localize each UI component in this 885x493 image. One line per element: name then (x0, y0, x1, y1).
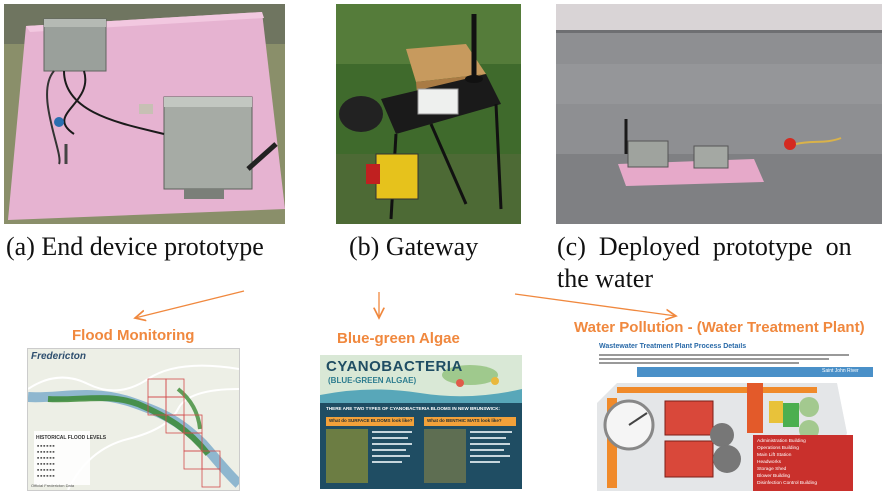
flood-map-title: Fredericton (31, 351, 87, 362)
caption-deployed-line2: the water (557, 264, 654, 293)
plant-legend: Administration Building Operations Build… (757, 438, 851, 487)
algae-poster-subtitle: (BLUE-GREEN ALGAE) (328, 376, 417, 385)
caption-end-device: (a) End device prototype (6, 232, 264, 261)
svg-text:■ ■ ■ ■ ■ ■: ■ ■ ■ ■ ■ ■ (37, 456, 55, 460)
caption-deployed-line1: (c) Deployed prototype on (557, 232, 852, 261)
algae-poster-title: CYANOBACTERIA (326, 358, 463, 375)
algae-col-surface: What do SURFACE BLOOMS look like? (329, 418, 413, 423)
legend-item: Disinfection Control Building (757, 481, 817, 486)
caption-gateway: (b) Gateway (349, 232, 479, 261)
flood-monitoring-label: Flood Monitoring (72, 327, 195, 344)
legend-item: Administration Building (757, 439, 806, 444)
svg-text:■ ■ ■ ■ ■ ■: ■ ■ ■ ■ ■ ■ (37, 462, 55, 466)
deployed-photo (556, 4, 882, 224)
river-label: Saint John River (822, 368, 859, 374)
legend-item: Blower Building (757, 474, 791, 479)
svg-text:■ ■ ■ ■ ■ ■: ■ ■ ■ ■ ■ ■ (37, 450, 55, 454)
svg-text:■ ■ ■ ■ ■ ■: ■ ■ ■ ■ ■ ■ (37, 444, 55, 448)
flood-table-title: HISTORICAL FLOOD LEVELS (36, 435, 107, 441)
svg-text:■ ■ ■ ■ ■ ■: ■ ■ ■ ■ ■ ■ (37, 468, 55, 472)
water-plant-thumbnail: Wastewater Treatment Plant Process Detai… (597, 343, 873, 491)
legend-item: Main Lift Station (757, 453, 792, 458)
flood-map-thumbnail: ■ ■ ■ ■ ■ ■ ■ ■ ■ ■ ■ ■ ■ ■ ■ ■ ■ ■ ■ ■ … (27, 348, 240, 491)
flood-source-note: Official Fredericton Data (31, 483, 75, 488)
water-doc-title: Wastewater Treatment Plant Process Detai… (599, 343, 747, 350)
legend-item: Headworks (757, 460, 781, 465)
end-device-photo (4, 4, 285, 224)
arrow-to-water (514, 293, 676, 316)
algae-banner: THERE ARE TWO TYPES OF CYANOBACTERIA BLO… (326, 406, 501, 411)
legend-item: Storage Shed (757, 467, 787, 472)
legend-item: Operations Building (757, 446, 799, 451)
algae-col-benthic: What do BENTHIC MATS look like? (427, 418, 502, 423)
arrow-to-flood (135, 290, 245, 318)
gateway-photo (336, 4, 521, 224)
algae-poster-thumbnail: CYANOBACTERIA (BLUE-GREEN ALGAE) THERE A… (320, 355, 522, 489)
water-pollution-label: Water Pollution - (Water Treatment Plant… (574, 319, 865, 336)
svg-text:■ ■ ■ ■ ■ ■: ■ ■ ■ ■ ■ ■ (37, 474, 55, 478)
blue-green-algae-label: Blue-green Algae (337, 330, 460, 347)
